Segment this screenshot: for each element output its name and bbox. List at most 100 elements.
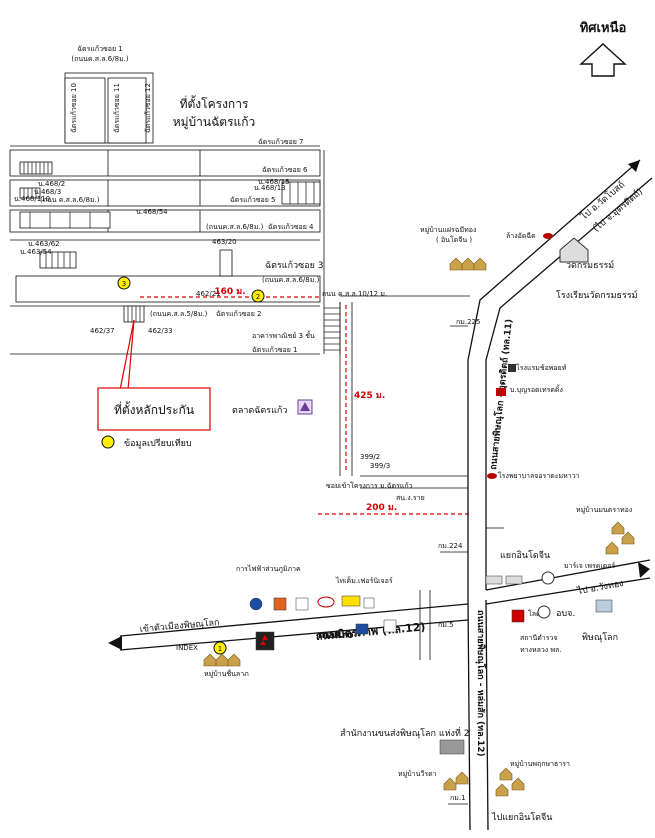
alley-10-label: ฉัตรแก้วซอย 10 bbox=[70, 83, 78, 133]
police-sub-label: พิษณุโลก bbox=[582, 632, 618, 643]
market-center-label: มาร์เจ เพรดเดอร์ bbox=[564, 562, 615, 570]
hotel-label: โรงแรมช้อพอยท์ bbox=[516, 363, 567, 372]
house-number: 462/37 bbox=[90, 327, 115, 335]
comparable-legend-icon bbox=[101, 435, 115, 449]
alley-6-sub: (ถนน ค.ส.ล.6/8ม.) bbox=[40, 196, 100, 204]
distance-160-label: 160 ม. bbox=[214, 287, 245, 297]
wangthong-south bbox=[485, 577, 651, 605]
alley-entry-1-label: ฉัตรแก้วซอย 1 bbox=[77, 45, 123, 53]
toyota-logo-icon bbox=[317, 596, 335, 608]
comparable-2-icon bbox=[251, 289, 265, 303]
shop-icon bbox=[505, 575, 523, 585]
collateral-label: ที่ตั้งหลักประกัน bbox=[114, 401, 194, 417]
ptt-logo-icon bbox=[341, 595, 361, 607]
to-intersection-label: ไปแยกอินโดจีน bbox=[491, 812, 552, 823]
songdsarn-label: สน.ง.ราย bbox=[396, 494, 425, 502]
house-icon bbox=[449, 257, 463, 271]
north-arrow-icon bbox=[579, 43, 627, 77]
police-label: อบจ. bbox=[556, 609, 575, 619]
main-alley-label: ถนน ค.ส.ล.10/12 ม. bbox=[322, 290, 387, 298]
lotus-label: โลตัส bbox=[528, 609, 546, 618]
comparable-2-label: 2 bbox=[256, 293, 260, 301]
house-number: 399/3 bbox=[370, 462, 390, 470]
house-icon bbox=[499, 767, 513, 781]
shop-logo-icon bbox=[273, 597, 287, 611]
bunlert-icon bbox=[496, 388, 506, 396]
km-225: กม.225 bbox=[456, 318, 480, 326]
hospital-label: โรงพยาบาลจอราดะมหาวา bbox=[498, 471, 580, 480]
highway-12-south-east bbox=[485, 599, 489, 831]
legend: ข้อมูลเปรียบเทียบ bbox=[101, 435, 192, 449]
highway-12-south-west bbox=[467, 599, 471, 831]
index-label: INDEX bbox=[176, 644, 198, 652]
house-number: น.468/2 bbox=[38, 180, 65, 188]
commercial-label: อาคารพาณิชย์ 3 ชั้น bbox=[252, 329, 315, 340]
temple-icon bbox=[559, 237, 589, 263]
distance-markers: 160 ม. 425 ม. 200 ม. bbox=[140, 287, 470, 515]
house-number: 462/21 bbox=[196, 290, 221, 298]
house-number: น.463/54 bbox=[20, 248, 52, 256]
soi11-block bbox=[107, 77, 147, 144]
wat-school-label: โรงเรียนวัดกรมธรรม์ bbox=[556, 289, 638, 301]
house-number: น.463/62 bbox=[28, 240, 60, 248]
transport-office-icon bbox=[439, 739, 465, 755]
village-manop-sub: ( อินโดจีน ) bbox=[436, 235, 472, 244]
house-icon bbox=[495, 783, 509, 797]
mitsubishi-logo-icon bbox=[255, 631, 275, 651]
alley-7-label: ฉัตรแก้วซอย 7 bbox=[258, 138, 304, 146]
house-icon bbox=[511, 777, 525, 791]
village-khummanop-label: หมู่บ้านมนตราทอง bbox=[576, 506, 632, 514]
alley-2-sub: (ถนนค.ส.ล.5/8ม.) bbox=[150, 310, 208, 318]
arrow-east-icon bbox=[638, 562, 650, 578]
row-block-2 bbox=[9, 179, 321, 207]
small-lot bbox=[219, 249, 233, 277]
project-area: ฉัตรแก้วซอย 1 (ถนนค.ส.ล.6/8ม.) ฉัตรแก้วซ… bbox=[9, 45, 470, 476]
lotus-icon bbox=[511, 609, 525, 623]
project-title-line1: ที่ตั้งโครงการ bbox=[180, 95, 249, 111]
makro-label: makro bbox=[318, 630, 354, 641]
house-icon bbox=[461, 257, 475, 271]
compass-label: ทิศเหนือ bbox=[580, 20, 627, 36]
alley-4-label: ฉัตรแก้วซอย 4 bbox=[268, 223, 314, 231]
police-station-sub-label: ทางหลวง พล. bbox=[520, 646, 562, 654]
comparable-3-label: 3 bbox=[122, 280, 126, 288]
highway-12-label: ถนนสายพิษณุโลก - หล่มสัก (ทล.12) bbox=[475, 610, 487, 757]
alley-6-label: ฉัตรแก้วซอย 6 bbox=[262, 166, 308, 174]
to-wat-bot-label: ไป อ.วัดโบสถ์ bbox=[577, 179, 627, 223]
house-number: น.468/3 bbox=[34, 188, 61, 196]
house-number: น.468/54 bbox=[136, 208, 168, 216]
gas-station-icon bbox=[543, 233, 553, 239]
market-label: ตลาดฉัตรแก้ว bbox=[232, 405, 287, 416]
house-icon bbox=[227, 653, 241, 667]
highways bbox=[119, 159, 653, 831]
ptt-label: ไทเค็ม.เฟอร์นิเจอร์ bbox=[335, 576, 393, 585]
shop-logo-icon bbox=[383, 619, 397, 633]
km-224: กม.224 bbox=[438, 542, 463, 550]
alley-11-label: ฉัตรแก้วซอย 11 bbox=[113, 83, 121, 133]
house-number: 463/20 bbox=[212, 238, 237, 246]
village-baansuan-label: หมู่บ้านชื่นลาภ bbox=[204, 669, 249, 678]
comparable-1-label: 1 bbox=[218, 645, 222, 653]
main-block bbox=[15, 275, 321, 303]
house-icon bbox=[443, 777, 457, 791]
mittraphap-south bbox=[119, 619, 469, 651]
wangthong-north bbox=[485, 559, 651, 591]
house-number: 399/2 bbox=[360, 453, 380, 461]
house-number: น.468/110 bbox=[14, 195, 50, 203]
collateral-box bbox=[97, 387, 211, 431]
collateral-marker: ที่ตั้งหลักประกัน bbox=[97, 319, 211, 431]
house-number: น.468/15 bbox=[258, 178, 290, 186]
place-logos bbox=[249, 233, 613, 755]
arrow-west-icon bbox=[108, 636, 122, 650]
house-icon bbox=[203, 653, 217, 667]
police-icon bbox=[537, 605, 551, 619]
village-manop-label: หมู่บ้านแฝรฉมีทอง bbox=[420, 226, 476, 234]
shop-logo-icon bbox=[295, 597, 309, 611]
alley-3-sub: (ถนนค.ส.ล.6/8ม.) bbox=[262, 276, 320, 284]
collateral-lot bbox=[123, 305, 145, 323]
soi10-block bbox=[64, 77, 106, 144]
distance-200-label: 200 ม. bbox=[366, 503, 397, 513]
village-house-icons bbox=[203, 257, 635, 797]
to-wangthong-label: ไป อ.วังทอง bbox=[576, 578, 625, 597]
alley-3-label: ฉัตรแก้วซอย 3 bbox=[265, 260, 324, 271]
